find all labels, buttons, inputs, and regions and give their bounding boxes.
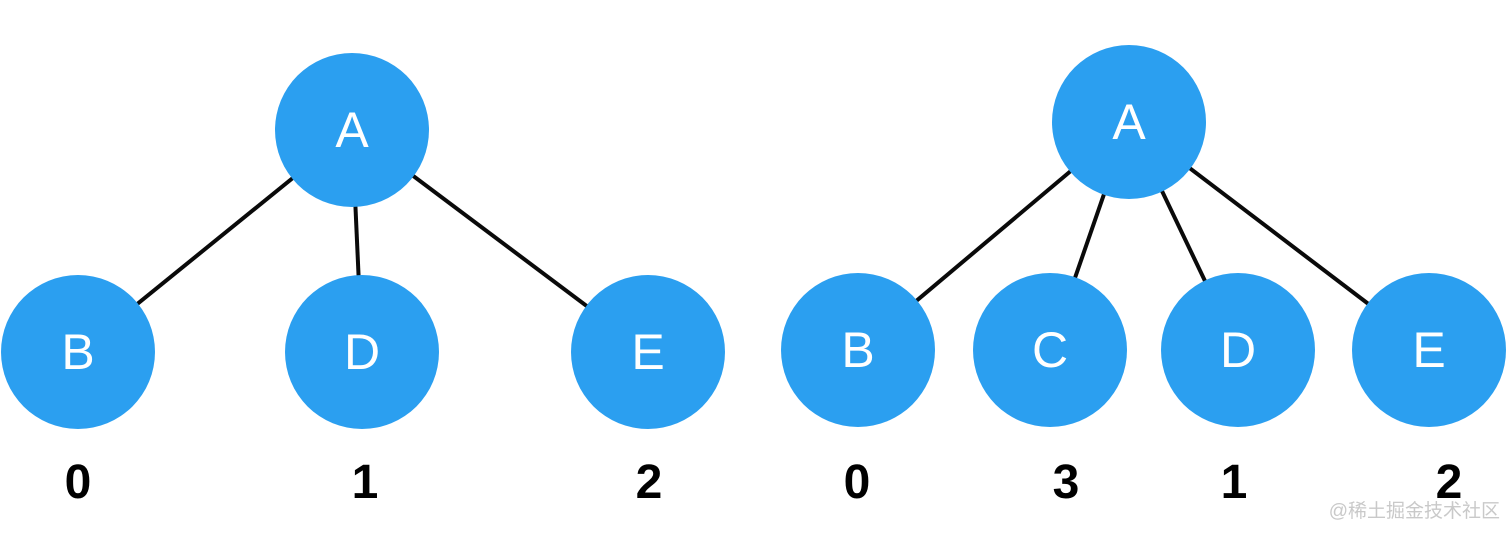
left-tree-root-node: A [275, 53, 429, 207]
node-label: B [841, 322, 875, 378]
node-label: D [343, 324, 381, 380]
left-tree-node-d: D [285, 275, 439, 429]
node-label: E [1412, 322, 1446, 378]
right-index-2: 1 [1220, 456, 1248, 509]
left-index-1: 1 [351, 456, 379, 509]
left-tree-node-b: B [1, 275, 155, 429]
right-tree-node-c: C [973, 273, 1127, 427]
right-index-1: 3 [1052, 456, 1080, 509]
right-tree-root-node: A [1052, 45, 1206, 199]
node-label: A [335, 102, 369, 158]
right-index-3: 2 [1435, 456, 1463, 509]
node-label: D [1219, 322, 1257, 378]
node-label: E [631, 324, 665, 380]
node-label: A [1112, 94, 1146, 150]
node-label: B [61, 324, 95, 380]
left-index-0: 0 [64, 456, 92, 509]
node-label: C [1031, 322, 1069, 378]
right-index-0: 0 [843, 456, 871, 509]
right-tree-node-e: E [1352, 273, 1506, 427]
right-tree-node-d: D [1161, 273, 1315, 427]
left-tree-node-e: E [571, 275, 725, 429]
watermark-text: @稀土掘金技术社区 [1328, 501, 1500, 522]
right-tree-node-b: B [781, 273, 935, 427]
left-index-2: 2 [635, 456, 663, 509]
